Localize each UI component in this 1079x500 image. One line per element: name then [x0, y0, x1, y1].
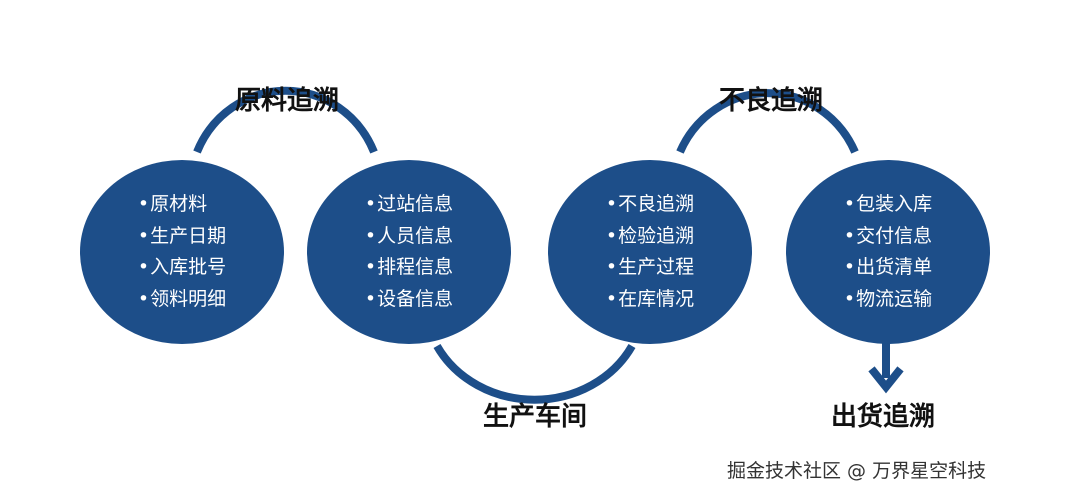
list-item: 不良追溯 [606, 189, 694, 221]
label-shipment-trace: 出货追溯 [831, 402, 936, 432]
list-item: 交付信息 [844, 221, 932, 253]
arc-defect [676, 89, 859, 154]
circle-raw-material: 原材料 生产日期 入库批号 领料明细 [80, 160, 284, 344]
list-item: 生产过程 [606, 252, 694, 284]
list-item: 生产日期 [138, 221, 226, 253]
circle-shipment: 包装入库 交付信息 出货清单 物流运输 [786, 160, 990, 344]
label-raw-material-trace: 原料追溯 [235, 86, 340, 116]
list-item: 人员信息 [365, 221, 453, 253]
circle-defect: 不良追溯 检验追溯 生产过程 在库情况 [548, 160, 752, 344]
watermark-text: 掘金技术社区 @ 万界星空科技 [727, 460, 987, 482]
label-defect-trace: 不良追溯 [719, 86, 824, 116]
production-list: 过站信息 人员信息 排程信息 设备信息 [365, 189, 453, 315]
list-item: 过站信息 [365, 189, 453, 221]
shipment-arrow-head [868, 366, 904, 394]
shipment-list: 包装入库 交付信息 出货清单 物流运输 [844, 189, 932, 315]
list-item: 出货清单 [844, 252, 932, 284]
list-item: 设备信息 [365, 284, 453, 316]
defect-list: 不良追溯 检验追溯 生产过程 在库情况 [606, 189, 694, 315]
list-item: 包装入库 [844, 189, 932, 221]
list-item: 入库批号 [138, 252, 226, 284]
arc-raw [193, 86, 378, 154]
raw-material-list: 原材料 生产日期 入库批号 领料明细 [138, 189, 226, 315]
arc-production [433, 344, 636, 404]
list-item: 在库情况 [606, 284, 694, 316]
list-item: 领料明细 [138, 284, 226, 316]
list-item: 检验追溯 [606, 221, 694, 253]
label-production-workshop: 生产车间 [483, 402, 588, 432]
list-item: 物流运输 [844, 284, 932, 316]
circle-production: 过站信息 人员信息 排程信息 设备信息 [307, 160, 511, 344]
list-item: 排程信息 [365, 252, 453, 284]
list-item: 原材料 [138, 189, 226, 221]
